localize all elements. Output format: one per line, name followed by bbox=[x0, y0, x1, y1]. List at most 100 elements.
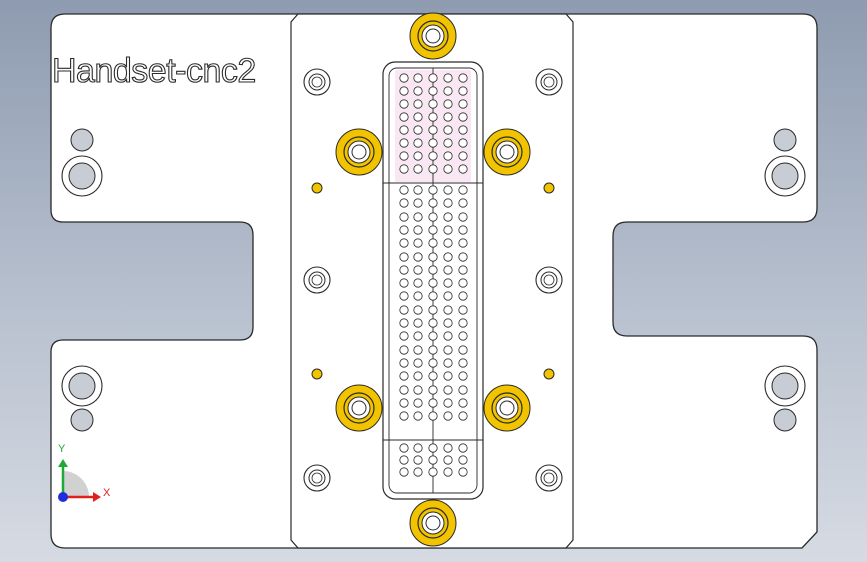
pin-hole bbox=[458, 151, 468, 161]
counterbore-core bbox=[543, 76, 555, 88]
pin-hole bbox=[399, 455, 409, 465]
pin-hole bbox=[458, 86, 468, 96]
top-bolt-inner bbox=[425, 28, 441, 44]
top-bolt-bore bbox=[421, 24, 445, 48]
triad-y-arrowhead bbox=[58, 459, 68, 467]
pin-hole bbox=[458, 138, 468, 148]
pin-hole bbox=[443, 318, 453, 328]
pin-hole bbox=[443, 125, 453, 135]
pin-hole bbox=[428, 112, 438, 122]
pin-hole bbox=[443, 252, 453, 262]
pin-hole bbox=[428, 138, 438, 148]
hardware-group bbox=[61, 12, 806, 547]
pin-hole bbox=[399, 398, 409, 408]
pin-hole bbox=[399, 385, 409, 395]
bolt-upper-left-inner bbox=[351, 144, 367, 160]
locating-hole bbox=[773, 128, 797, 152]
pin-hole bbox=[443, 443, 453, 453]
pin-hole bbox=[428, 225, 438, 235]
locating-hole bbox=[773, 408, 797, 432]
pin-hole bbox=[443, 467, 453, 477]
pin-hole bbox=[413, 318, 423, 328]
pin-hole bbox=[443, 371, 453, 381]
orientation-triad[interactable] bbox=[58, 459, 101, 502]
pin-hole bbox=[458, 411, 468, 421]
pin-hole bbox=[413, 86, 423, 96]
pin-hole bbox=[413, 125, 423, 135]
pin-hole bbox=[399, 467, 409, 477]
pin-hole bbox=[413, 345, 423, 355]
pin-hole bbox=[428, 411, 438, 421]
pin-hole bbox=[399, 371, 409, 381]
pin-hole bbox=[458, 345, 468, 355]
pin-hole bbox=[399, 318, 409, 328]
pin-hole bbox=[428, 86, 438, 96]
pin-hole bbox=[443, 265, 453, 275]
counterbore-core bbox=[543, 472, 555, 484]
pin-hole bbox=[399, 443, 409, 453]
bolt-lower-right-bore bbox=[495, 396, 519, 420]
pin-hole bbox=[428, 371, 438, 381]
pin-hole bbox=[399, 125, 409, 135]
pin-hole bbox=[458, 112, 468, 122]
pin-hole bbox=[413, 455, 423, 465]
pin-hole bbox=[399, 291, 409, 301]
mounting-hole bbox=[771, 372, 799, 400]
pin-hole bbox=[458, 371, 468, 381]
triad-x-arrowhead bbox=[93, 492, 101, 502]
pin-hole bbox=[428, 73, 438, 83]
pin-hole bbox=[399, 278, 409, 288]
pin-hole bbox=[413, 198, 423, 208]
pin-hole bbox=[428, 467, 438, 477]
pin-hole bbox=[428, 385, 438, 395]
pin-hole bbox=[443, 151, 453, 161]
pin-hole bbox=[413, 212, 423, 222]
counterbore-inner bbox=[540, 271, 558, 289]
bottom-bolt-inner bbox=[425, 515, 441, 531]
pin-hole bbox=[428, 345, 438, 355]
pin-hole bbox=[399, 252, 409, 262]
pin-hole bbox=[428, 265, 438, 275]
pin-hole bbox=[413, 385, 423, 395]
pin-hole bbox=[443, 305, 453, 315]
pin-hole bbox=[458, 318, 468, 328]
pin-hole bbox=[399, 164, 409, 174]
pin-hole bbox=[413, 331, 423, 341]
pin-hole bbox=[458, 265, 468, 275]
pin-hole bbox=[443, 198, 453, 208]
pin-hole bbox=[443, 112, 453, 122]
pin-hole bbox=[443, 138, 453, 148]
counterbore-core bbox=[311, 76, 323, 88]
counterbore-inner bbox=[308, 73, 326, 91]
pin-hole bbox=[443, 291, 453, 301]
bolt-lower-left-inner bbox=[351, 400, 367, 416]
dowel-pin bbox=[311, 368, 323, 380]
bolt-upper-right-inner bbox=[499, 144, 515, 160]
triad-y-label: Y bbox=[58, 443, 66, 455]
locating-hole bbox=[70, 408, 94, 432]
counterbore-inner bbox=[540, 73, 558, 91]
pin-hole bbox=[443, 185, 453, 195]
pin-hole bbox=[399, 345, 409, 355]
pin-hole bbox=[458, 291, 468, 301]
bolt-lower-left-bore bbox=[347, 396, 371, 420]
pin-hole bbox=[413, 99, 423, 109]
part-name-label: Handset-cnc2 bbox=[51, 51, 256, 90]
pin-hole bbox=[428, 212, 438, 222]
pin-hole bbox=[413, 411, 423, 421]
bolt-upper-right-bore bbox=[495, 140, 519, 164]
pin-hole bbox=[413, 291, 423, 301]
pin-hole bbox=[443, 345, 453, 355]
bolt-upper-left-bore bbox=[347, 140, 371, 164]
pin-hole bbox=[413, 112, 423, 122]
pin-hole bbox=[443, 86, 453, 96]
pin-hole bbox=[399, 411, 409, 421]
pin-hole bbox=[413, 238, 423, 248]
pin-hole bbox=[458, 212, 468, 222]
counterbore-inner bbox=[540, 469, 558, 487]
pin-hole bbox=[443, 455, 453, 465]
triad-plane-disc bbox=[63, 471, 89, 497]
pin-hole bbox=[428, 358, 438, 368]
